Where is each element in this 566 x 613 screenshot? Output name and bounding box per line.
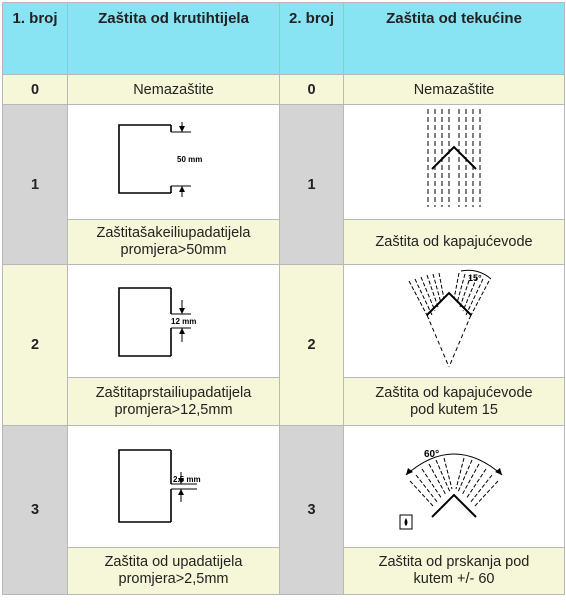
liquid-diagram-2: 15° (343, 264, 565, 378)
header-liquid-protection: Zaštita od tekućine (343, 2, 565, 75)
table-row-level-1: 1 50 mm 1 (2, 104, 565, 265)
caption-line: Zaštita od upadatijela (104, 554, 243, 570)
solid-diagram-2: 12 mm (67, 264, 280, 378)
table-row-level-2: 2 12 mm 2 (2, 264, 565, 426)
table-row-level-0: 0 Nemazaštite 0 Nemazaštite (2, 74, 565, 105)
table-row-caption-2: Zaštitaprstailiupadatijela promjera>12,5… (3, 377, 565, 426)
liquid-level-1: 1 (279, 104, 344, 265)
header-solid-protection: Zaštita od krutihtijela (67, 2, 280, 75)
liquid-desc-0: Nemazaštite (343, 74, 565, 105)
caption-line: pod kutem 15 (410, 401, 498, 418)
liquid-angle-label-2: 15° (468, 273, 482, 283)
liquid-level-0: 0 (279, 74, 344, 105)
ip-protection-table: 1. broj Zaštita od krutihtijela 2. broj … (2, 2, 565, 595)
solid-level-2: 2 (2, 264, 68, 426)
solid-12mm-diagram-icon: 12 mm (117, 287, 196, 357)
caption-line: promjera>12,5mm (114, 401, 233, 418)
table-row-level-3: 3 2.5 mm 3 60° (2, 425, 565, 595)
solid-50mm-diagram-icon: 50 mm (117, 122, 202, 197)
solid-dimension-label-2: 12 mm (171, 317, 196, 326)
solid-caption-2: Zaštitaprstailiupadatijela promjera>12,5… (67, 377, 280, 426)
solid-2_5mm-diagram-icon: 2.5 mm (117, 448, 201, 523)
caption-line: Zaštitašakeiliupadatijela (96, 225, 251, 241)
solid-dimension-label-3: 2.5 mm (173, 475, 201, 484)
solid-diagram-1: 50 mm (67, 104, 280, 220)
header-solid-number: 1. broj (2, 2, 68, 75)
caption-line: kutem +/- 60 (413, 571, 495, 587)
dripping-15deg-diagram-icon: 15° (408, 269, 492, 367)
header-row: 1. broj Zaštita od krutihtijela 2. broj … (2, 2, 565, 75)
liquid-caption-1: Zaštita od kapajućevode (343, 219, 565, 265)
liquid-level-3: 3 (279, 425, 344, 595)
liquid-level-2: 2 (279, 264, 344, 426)
caption-line: promjera>2,5mm (118, 571, 229, 587)
caption-line: Zaštita od kapajućevode (375, 233, 533, 250)
dripping-water-diagram-icon (427, 109, 481, 207)
solid-level-1: 1 (2, 104, 68, 265)
solid-level-0: 0 (2, 74, 68, 105)
liquid-angle-label-3: 60° (424, 449, 439, 460)
liquid-diagram-3: 60° (343, 425, 565, 548)
caption-line: promjera>50mm (120, 242, 227, 258)
caption-line: Zaštita od kapajućevode (375, 384, 533, 401)
table-row-caption-1: Zaštitašakeiliupadatijela promjera>50mm … (3, 219, 565, 265)
liquid-diagram-1 (343, 104, 565, 220)
solid-caption-1: Zaštitašakeiliupadatijela promjera>50mm (67, 219, 280, 265)
header-liquid-number: 2. broj (279, 2, 344, 75)
liquid-caption-2: Zaštita od kapajućevode pod kutem 15 (343, 377, 565, 426)
solid-desc-0: Nemazaštite (67, 74, 280, 105)
spraying-60deg-diagram-icon: 60° (399, 449, 503, 529)
caption-line: Zaštita od prskanja pod (378, 554, 530, 570)
solid-diagram-3: 2.5 mm (67, 425, 280, 548)
table-row-caption-3: Zaštita od upadatijela promjera>2,5mm Za… (3, 547, 565, 595)
liquid-caption-3: Zaštita od prskanja pod kutem +/- 60 (343, 547, 565, 595)
solid-dimension-label-1: 50 mm (177, 155, 202, 164)
solid-caption-3: Zaštita od upadatijela promjera>2,5mm (67, 547, 280, 595)
caption-line: Zaštitaprstailiupadatijela (95, 384, 252, 401)
solid-level-3: 3 (2, 425, 68, 595)
